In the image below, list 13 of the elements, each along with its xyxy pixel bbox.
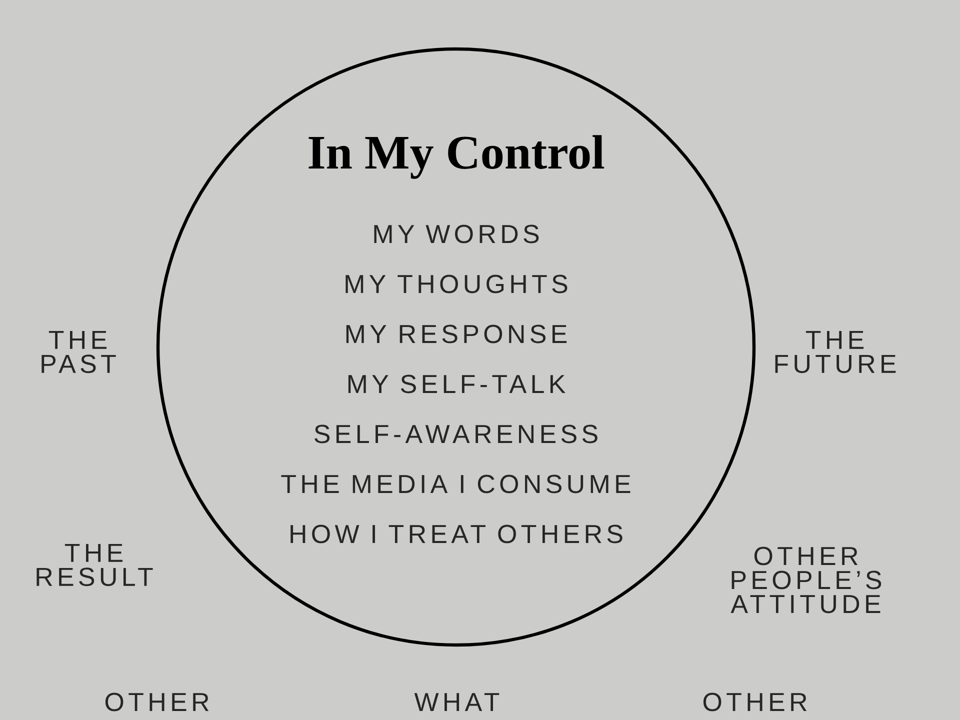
side-label: WHAT [414, 693, 500, 711]
list-item: MY THOUGHTS [346, 274, 568, 294]
list-item: THE MEDIA I CONSUME [281, 474, 630, 494]
list-item: MY SELF-TALK [348, 374, 566, 394]
side-label: OTHER PEOPLE’S ATTITUDE [730, 546, 882, 614]
side-label: OTHER [105, 692, 209, 712]
side-label: THE PAST [42, 330, 116, 374]
list-item: SELF-AWARENESS [314, 424, 598, 444]
list-item: MY WORDS [374, 224, 539, 244]
list-item: MY RESPONSE [346, 324, 567, 344]
side-label: OTHER [703, 692, 807, 712]
list-item: HOW I TREAT OTHERS [290, 524, 622, 544]
title: In My Control [308, 135, 604, 179]
